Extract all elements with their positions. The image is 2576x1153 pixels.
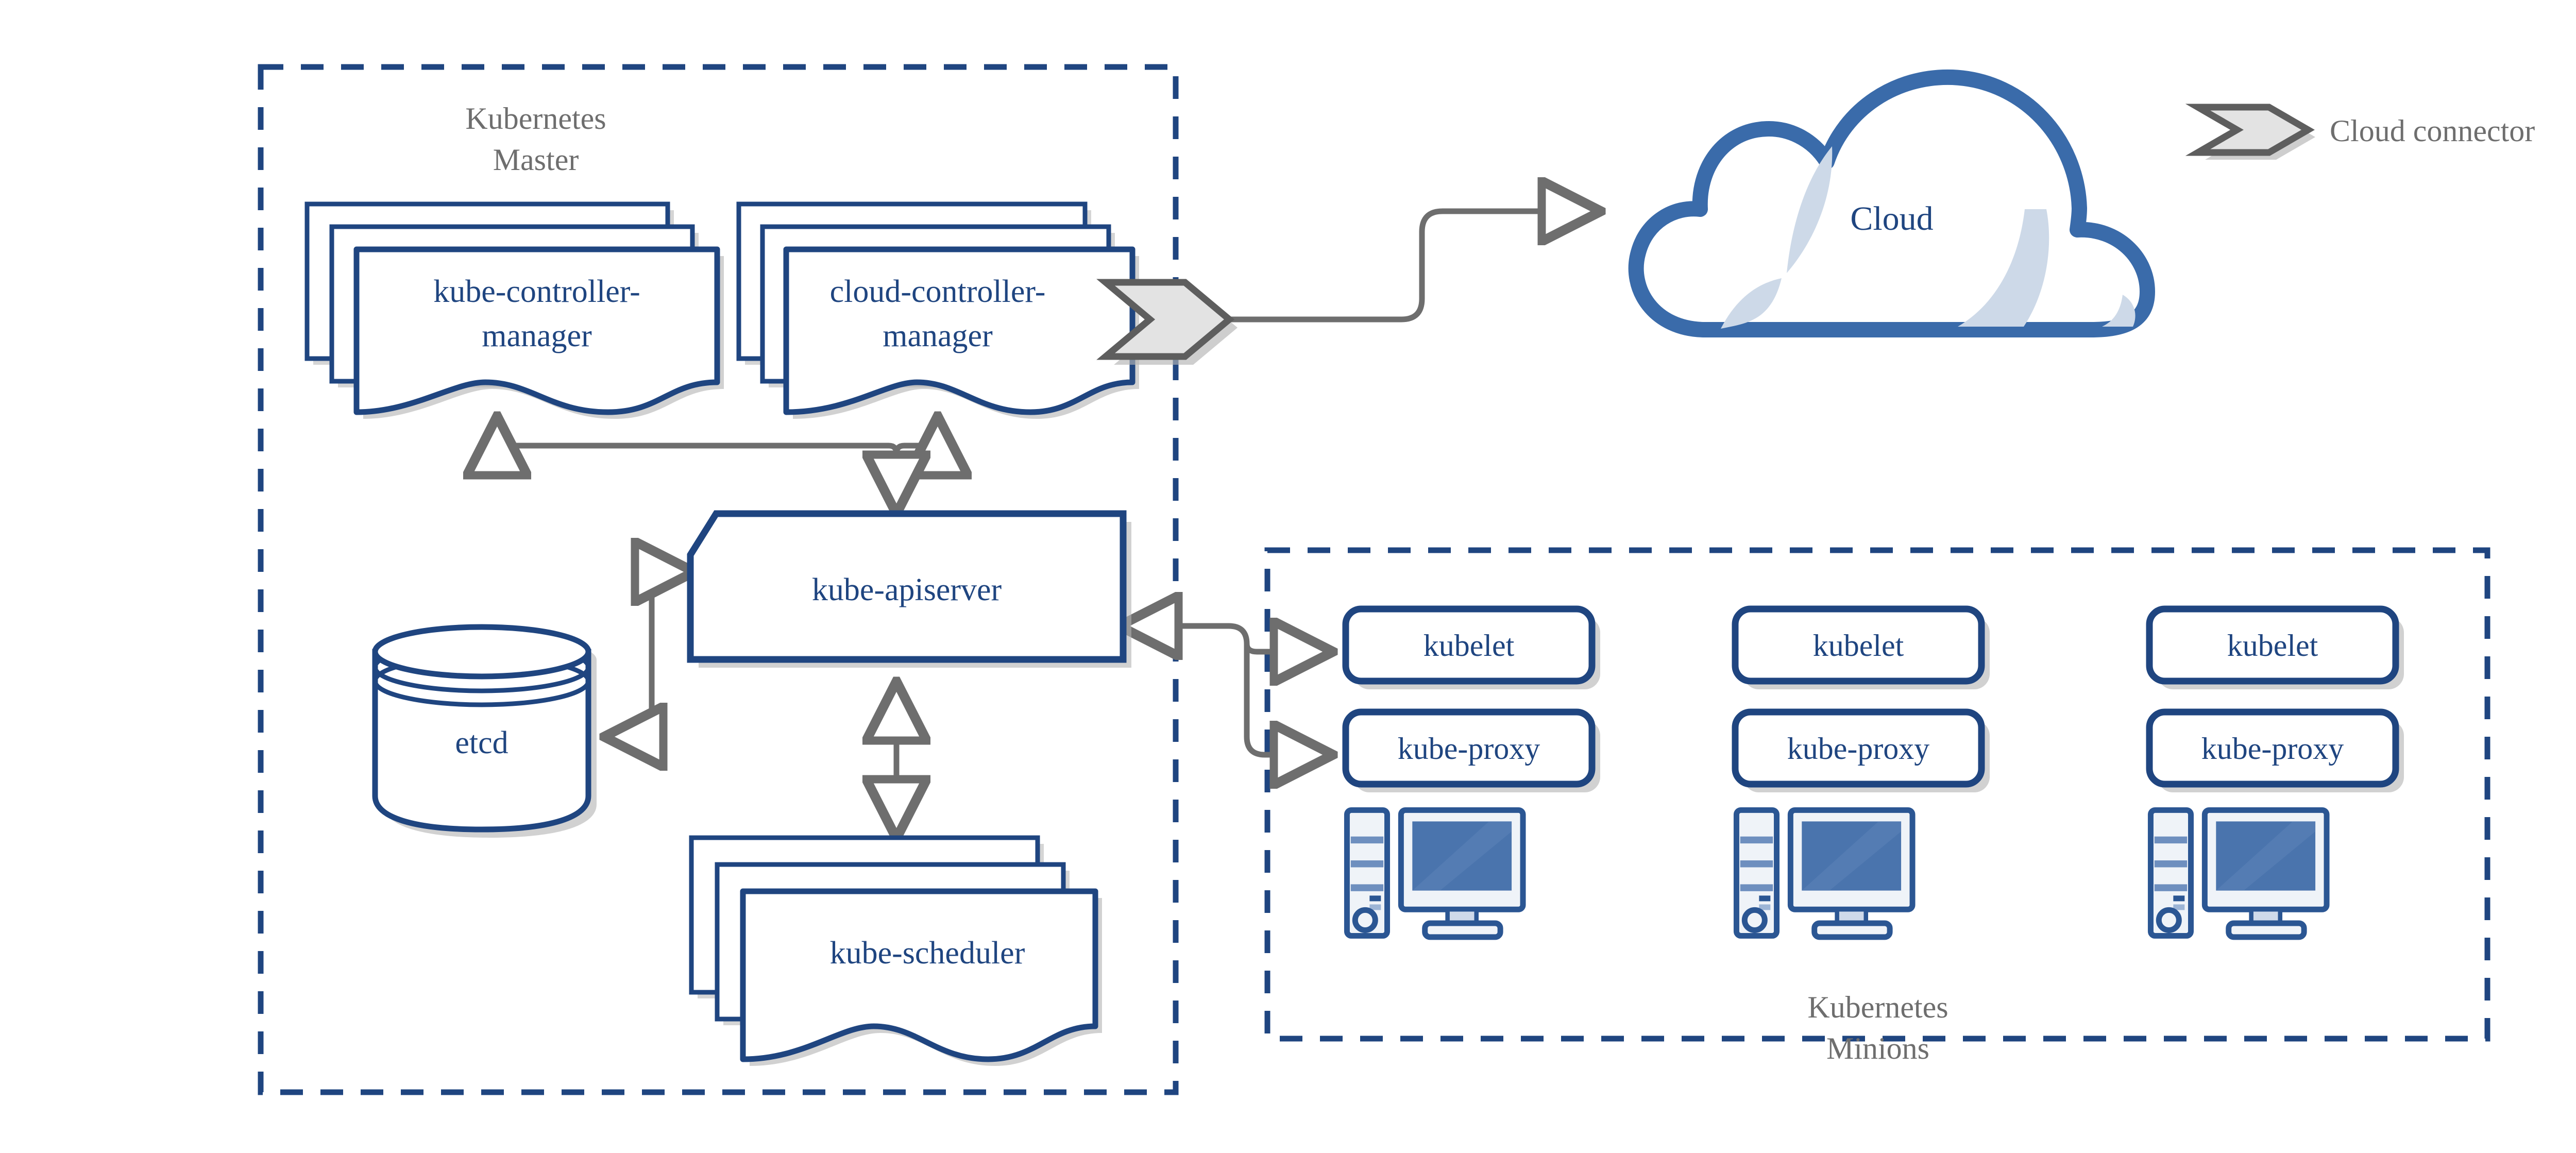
etcd-label: etcd — [455, 725, 508, 760]
cloud-label: Cloud — [1850, 200, 1933, 238]
connector-apiserver-trunk — [1123, 626, 1250, 647]
kube-controller-manager-label-line2: manager — [482, 318, 592, 353]
minion-1-kubelet-box[interactable]: kubelet — [1342, 605, 1600, 689]
minions-zone-label-line1: Kubernetes — [1807, 990, 1948, 1024]
node-etcd[interactable]: etcd — [372, 624, 597, 838]
minion-3-kube-proxy-label: kube-proxy — [2201, 732, 2344, 766]
cloud-controller-manager-label-line1: cloud-controller- — [830, 274, 1046, 309]
node-kube-scheduler[interactable]: kube-scheduler — [689, 835, 1102, 1066]
zone-kubernetes-master: Kubernetes Master — [258, 64, 1179, 1095]
kube-scheduler-label: kube-scheduler — [830, 936, 1025, 971]
master-zone-label-line1: Kubernetes — [465, 101, 606, 135]
minion-1-kube-proxy-box[interactable]: kube-proxy — [1342, 708, 1600, 792]
minion-2-kube-proxy-box[interactable]: kube-proxy — [1732, 708, 1990, 792]
legend-cloud-connector-icon — [2185, 104, 2315, 160]
zone-kubernetes-minions: Kubernetes Minions — [1264, 547, 2490, 1065]
connector-etcd-apiserver — [608, 572, 690, 737]
cloud-controller-manager-label-line2: manager — [883, 318, 993, 353]
minion-1-desktop-computer-icon — [1347, 810, 1523, 937]
connector-apiserver-to-kube-controller-manager — [497, 420, 900, 474]
minion-node-1: kubelet kube-proxy — [1342, 605, 1600, 937]
node-kube-apiserver[interactable]: kube-apiserver — [687, 510, 1131, 668]
node-kube-controller-manager[interactable]: kube-controller- manager — [304, 201, 724, 419]
minion-2-kubelet-box[interactable]: kubelet — [1732, 605, 1990, 689]
minion-2-kube-proxy-label: kube-proxy — [1787, 732, 1930, 766]
master-zone-border — [258, 64, 1179, 1095]
connector-apiserver-to-cloud-controller-manager — [893, 420, 938, 474]
minion-3-desktop-computer-icon — [2150, 810, 2327, 937]
connector-layer — [497, 211, 1597, 835]
kube-apiserver-label: kube-apiserver — [812, 572, 1002, 607]
minion-2-desktop-computer-icon — [1736, 810, 1912, 937]
minion-3-kube-proxy-box[interactable]: kube-proxy — [2146, 708, 2404, 792]
master-zone-label-line2: Master — [493, 143, 579, 177]
minion-1-kube-proxy-label: kube-proxy — [1398, 732, 1540, 766]
minion-node-2: kubelet kube-proxy — [1732, 605, 1990, 937]
cloud-connector-icon-ccm — [1096, 279, 1238, 365]
legend-cloud-connector-label: Cloud connector — [2330, 114, 2535, 148]
minions-zone-label-line2: Minions — [1826, 1031, 1929, 1065]
kube-controller-manager-label-line1: kube-controller- — [433, 274, 640, 309]
node-cloud[interactable]: Cloud — [1628, 69, 2155, 337]
minion-3-kubelet-box[interactable]: kubelet — [2146, 605, 2404, 689]
connector-ccm-to-cloud — [1200, 211, 1597, 323]
legend: Cloud connector — [2185, 104, 2535, 160]
connector-trunk-to-kubelet — [1244, 644, 1329, 652]
minion-3-kubelet-label: kubelet — [2227, 629, 2318, 663]
minion-node-3: kubelet kube-proxy — [2146, 605, 2404, 937]
connector-trunk-to-kube-proxy — [1244, 644, 1329, 755]
minion-2-kubelet-label: kubelet — [1813, 629, 1904, 663]
node-cloud-controller-manager[interactable]: cloud-controller- manager — [736, 201, 1139, 419]
minions-zone-border — [1264, 547, 2490, 1042]
minion-1-kubelet-label: kubelet — [1423, 629, 1515, 663]
